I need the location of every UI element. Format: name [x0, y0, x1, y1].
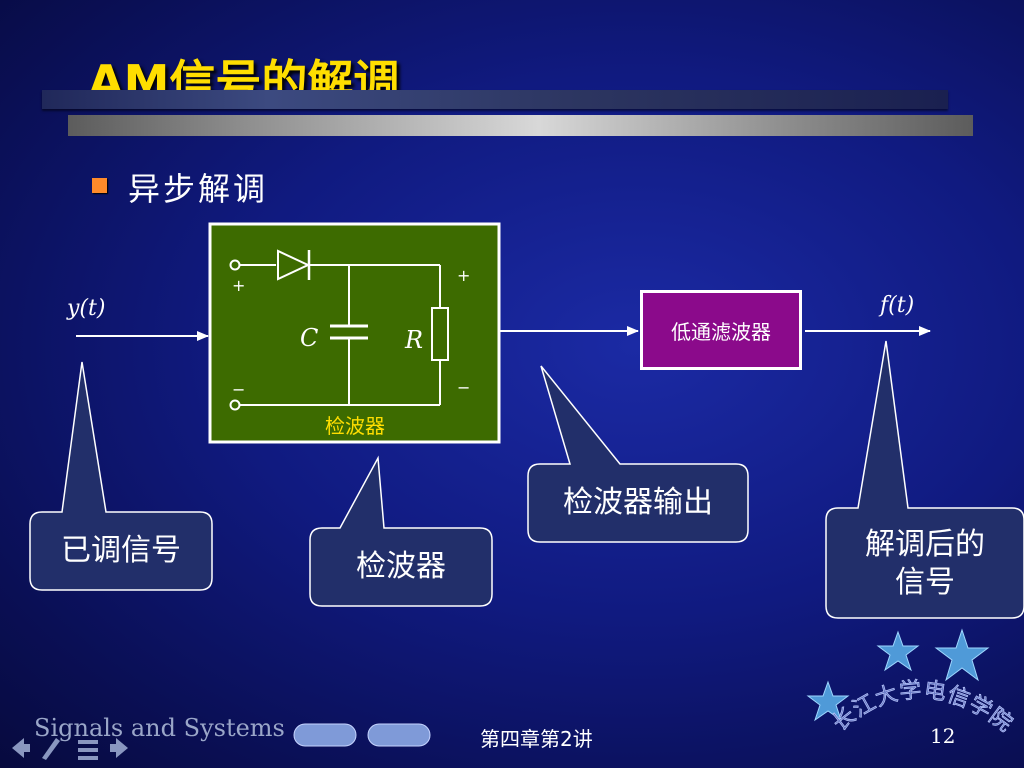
detector-caption: 检波器: [325, 414, 385, 438]
callout-modulated-signal: [29, 361, 213, 591]
watermark-logo: 长江大学电信学院: [828, 678, 1017, 738]
resistor-label: R: [404, 326, 423, 354]
footer-chapter: 第四章第2讲: [480, 727, 593, 751]
callout-demodulated-text-line2: 信号: [895, 565, 955, 600]
footer-nav-icons[interactable]: [12, 738, 128, 760]
watermark-star-icon: [806, 628, 990, 722]
lowpass-filter-box: 低通滤波器: [640, 290, 802, 370]
callout-detector-text: 检波器: [356, 549, 446, 584]
callout-detector-output-text: 检波器输出: [563, 485, 713, 520]
title-underline-bar: [42, 90, 948, 109]
callout-demodulated: [825, 340, 1024, 619]
bullet-square-icon: [92, 178, 107, 193]
detector-circuit: [229, 249, 449, 411]
callout-detector-output-shape: [527, 365, 749, 543]
footer-pill-left[interactable]: [293, 723, 357, 747]
title-metal-bar: [68, 115, 973, 136]
footer-course-title: Signals and Systems: [34, 714, 285, 742]
lowpass-filter-label: 低通滤波器: [671, 319, 771, 344]
output-minus-sign: −: [457, 378, 470, 397]
bullet-text: 异步解调: [128, 170, 269, 208]
page-number: 12: [930, 724, 956, 748]
callout-demodulated-text-line1: 解调后的: [865, 527, 985, 562]
svg-text:长江大学电信学院: 长江大学电信学院: [828, 678, 1017, 738]
watermark-text: 长江大学电信学院: [828, 678, 1017, 738]
footer-pill-right[interactable]: [367, 723, 431, 747]
callout-modulated-signal-text: 已调信号: [61, 533, 181, 568]
input-signal-label: y(t): [67, 296, 106, 321]
output-plus-sign: +: [457, 266, 470, 285]
callout-detector: [309, 455, 493, 607]
capacitor-label: C: [300, 324, 318, 352]
input-plus-sign: +: [232, 276, 245, 295]
output-signal-label: f(t): [880, 293, 915, 318]
input-minus-sign: −: [232, 380, 245, 399]
